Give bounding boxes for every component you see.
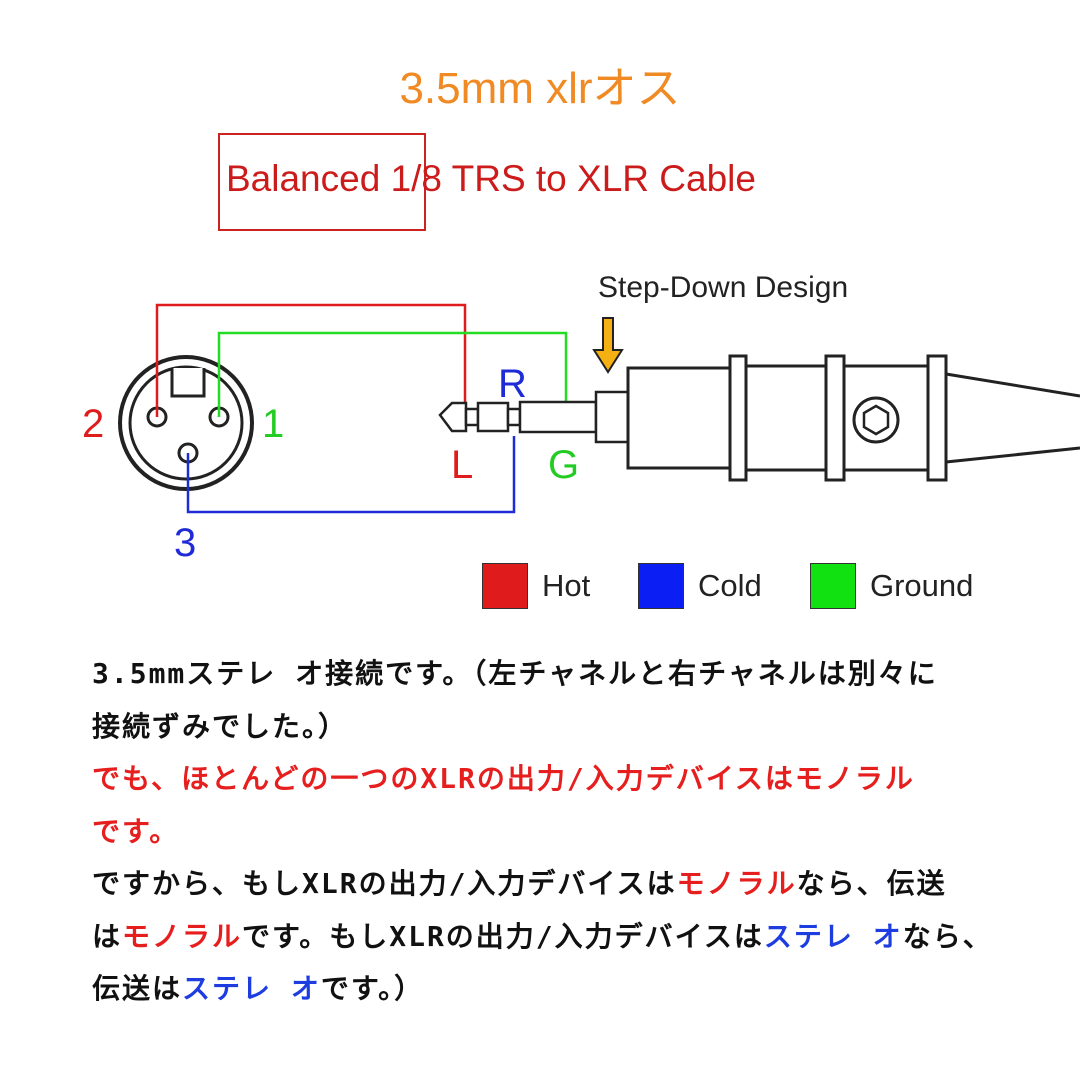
- note-line-1: 3.5mmステレ オ接続です。（左チャネルと右チャネルは別々に: [92, 657, 938, 690]
- wire-cold-blue: [186, 436, 516, 514]
- note-line-6-mono: モノラル: [122, 919, 243, 953]
- title-top: 3.5mm xlrオス: [399, 64, 681, 113]
- wiring-diagram: Step-Down Design 2 1 3 R L G: [82, 271, 1080, 560]
- legend-label-ground: Ground: [870, 568, 974, 603]
- note-line-7-a: 伝送は: [92, 972, 183, 1005]
- note-line-6-a: は: [92, 919, 123, 953]
- note-line-4: です。: [92, 814, 180, 848]
- note-line-5-a: ですから、もしXLRの出力/入力デバイスは: [92, 867, 677, 900]
- wire-ground-green: [217, 331, 568, 417]
- note-line-6-e: なら、: [902, 919, 993, 953]
- xlr-connector-inner: [128, 365, 244, 481]
- legend-cold: Cold: [638, 562, 762, 610]
- step-down-arrow-icon: [592, 317, 624, 374]
- balanced-highlight-box: [218, 133, 426, 231]
- note-line-7: 伝送はステレ オです。）: [92, 963, 1052, 1016]
- xlr-key-notch: [170, 368, 206, 398]
- plug-housing: [626, 354, 1080, 482]
- pin-2-label: 2: [82, 402, 104, 446]
- legend-hot: Hot: [482, 562, 590, 610]
- pin-1-label: 1: [262, 402, 284, 446]
- note-line-2: 接続ずみでした。）: [92, 709, 349, 743]
- step-down-label: Step-Down Design: [598, 271, 848, 304]
- plug-L-label: L: [451, 443, 473, 487]
- legend-swatch-ground: [810, 563, 856, 609]
- legend-label-hot: Hot: [542, 568, 591, 603]
- legend-swatch-cold: [638, 563, 684, 609]
- wire-hot-red: [155, 303, 467, 417]
- trs-plug: [438, 390, 630, 444]
- note-line-7-c: です。）: [320, 972, 425, 1005]
- note-line-6: はモノラルです。もしXLRの出力/入力デバイスはステレ オなら、: [92, 911, 1052, 964]
- plug-G-label: G: [548, 443, 579, 487]
- legend-swatch-hot: [482, 563, 528, 609]
- note-line-6-c: です。もしXLRの出力/入力デバイスは: [242, 919, 764, 953]
- note-line-7-stereo: ステレ オ: [182, 972, 321, 1005]
- note-line-3: でも、ほとんどの一つのXLRの出力/入力デバイスはモノラル: [92, 762, 915, 795]
- legend-ground: Ground: [810, 562, 973, 610]
- notes-block: 3.5mmステレ オ接続です。（左チャネルと右チャネルは別々に 接続ずみでした。…: [92, 648, 1052, 1016]
- pin-3-label: 3: [174, 521, 196, 560]
- title-balanced: Balanced: [226, 158, 381, 199]
- title-rest: 1/8 TRS to XLR Cable: [380, 158, 756, 199]
- title-main: Balanced 1/8 TRS to XLR Cable: [226, 158, 756, 200]
- note-line-6-stereo: ステレ オ: [763, 919, 903, 953]
- plug-R-label: R: [498, 362, 527, 406]
- note-line-5: ですから、もしXLRの出力/入力デバイスはモノラルなら、伝送: [92, 858, 1052, 911]
- note-line-5-mono: モノラル: [676, 867, 797, 900]
- note-line-5-c: なら、伝送: [796, 867, 947, 900]
- legend-label-cold: Cold: [698, 568, 762, 603]
